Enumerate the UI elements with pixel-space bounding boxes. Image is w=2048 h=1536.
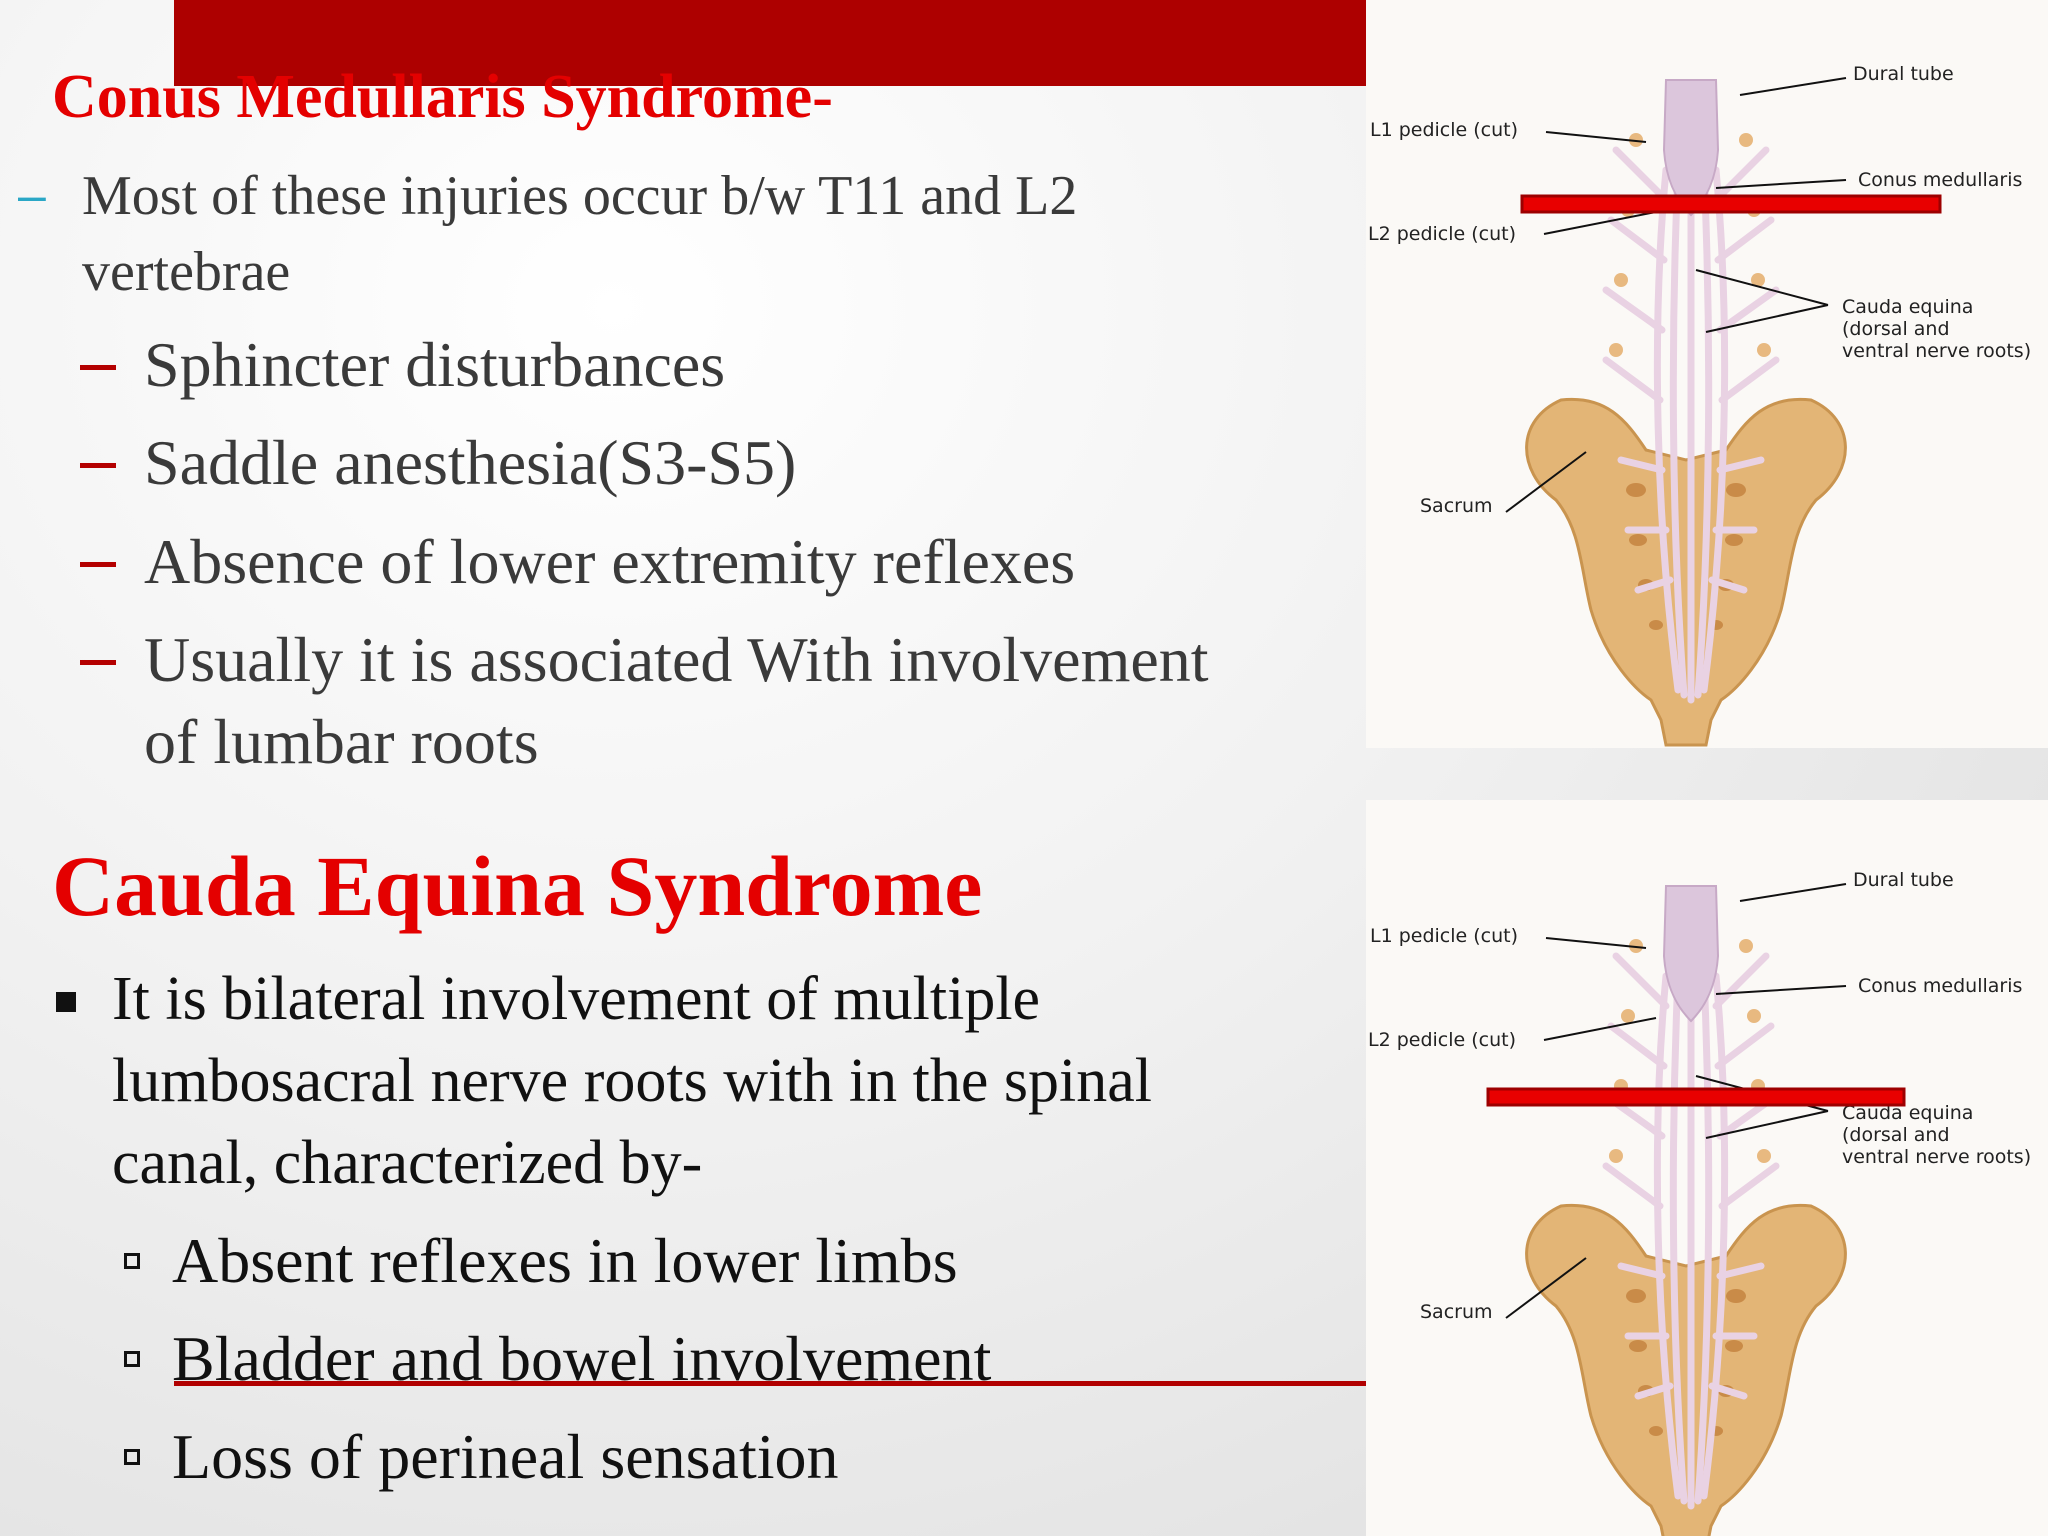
square-bullet-icon (56, 992, 76, 1012)
conus-item: Usually it is associated With involvemen… (144, 619, 1209, 783)
label-l2-pedicle: L2 pedicle (cut) (1368, 1029, 1516, 1051)
label-cauda-equina-3: ventral nerve roots) (1842, 1146, 2031, 1168)
label-sacrum: Sacrum (1420, 1301, 1493, 1323)
intro-bullet: – (18, 167, 46, 223)
label-conus-medullaris: Conus medullaris (1858, 975, 2022, 997)
dash-bullet (80, 365, 116, 370)
leader-lines (1505, 77, 1847, 513)
conus-intro-line: vertebrae (82, 241, 291, 303)
spinal-diagram-cauda: Dural tube L1 pedicle (cut) Conus medull… (1366, 800, 2048, 1536)
cauda-item: Absent reflexes in lower limbs (172, 1225, 958, 1296)
cauda-desc-line: canal, characterized by- (112, 1129, 703, 1197)
label-sacrum: Sacrum (1420, 495, 1493, 517)
cauda-equina-fibers (1602, 952, 1780, 1510)
cauda-equina-fibers (1602, 146, 1780, 704)
cauda-item: Bladder and bowel involvement (172, 1323, 992, 1394)
sacrum-shape (1525, 397, 1847, 747)
label-cauda-equina-2: (dorsal and (1842, 318, 1950, 340)
conus-item-line: of lumbar roots (144, 706, 539, 777)
dash-bullet (80, 463, 116, 468)
hollow-square-bullet-icon (124, 1351, 140, 1367)
lesion-marker (1520, 194, 1942, 214)
cauda-title: Cauda Equina Syndrome (52, 838, 983, 934)
spinal-anatomy-illustration: Dural tube L1 pedicle (cut) Conus medull… (1368, 869, 2031, 1536)
hollow-square-bullet-icon (124, 1449, 140, 1465)
spinal-anatomy-illustration: Dural tube L1 pedicle (cut) Conus medull… (1368, 63, 2031, 747)
lesion-marker (1486, 1087, 1906, 1107)
dural-tube-shape (1662, 885, 1720, 1023)
label-l1-pedicle: L1 pedicle (cut) (1370, 925, 1518, 947)
conus-title: Conus Medullaris Syndrome- (52, 63, 833, 131)
cauda-desc-line: It is bilateral involvement of multiple (112, 965, 1041, 1033)
sacrum-shape (1525, 1203, 1847, 1536)
cauda-desc-line: lumbosacral nerve roots with in the spin… (112, 1047, 1152, 1115)
cauda-item: Loss of perineal sensation (172, 1421, 839, 1492)
dural-tube-shape (1662, 79, 1720, 217)
label-cauda-equina-2: (dorsal and (1842, 1124, 1950, 1146)
conus-intro: Most of these injuries occur b/w T11 and… (82, 158, 1077, 310)
dash-bullet (80, 562, 116, 567)
label-cauda-equina: Cauda equina (1842, 1102, 1973, 1124)
label-dural-tube: Dural tube (1853, 63, 1954, 85)
label-conus-medullaris: Conus medullaris (1858, 169, 2022, 191)
spinal-diagram-conus: Dural tube L1 pedicle (cut) Conus medull… (1366, 0, 2048, 748)
label-cauda-equina: Cauda equina (1842, 296, 1973, 318)
dash-bullet (80, 660, 116, 665)
header-bar (174, 0, 1366, 86)
label-cauda-equina-3: ventral nerve roots) (1842, 340, 2031, 362)
conus-item: Saddle anesthesia(S3-S5) (144, 427, 797, 498)
conus-item: Sphincter disturbances (144, 329, 726, 400)
conus-item: Absence of lower extremity reflexes (144, 526, 1076, 597)
label-l1-pedicle: L1 pedicle (cut) (1370, 119, 1518, 141)
label-l2-pedicle: L2 pedicle (cut) (1368, 223, 1516, 245)
conus-intro-line: Most of these injuries occur b/w T11 and… (82, 165, 1078, 227)
underline-rule (174, 1381, 1366, 1386)
cauda-description: It is bilateral involvement of multiple … (112, 958, 1152, 1204)
conus-item-line: Usually it is associated With involvemen… (144, 624, 1209, 695)
label-dural-tube: Dural tube (1853, 869, 1954, 891)
hollow-square-bullet-icon (124, 1253, 140, 1269)
